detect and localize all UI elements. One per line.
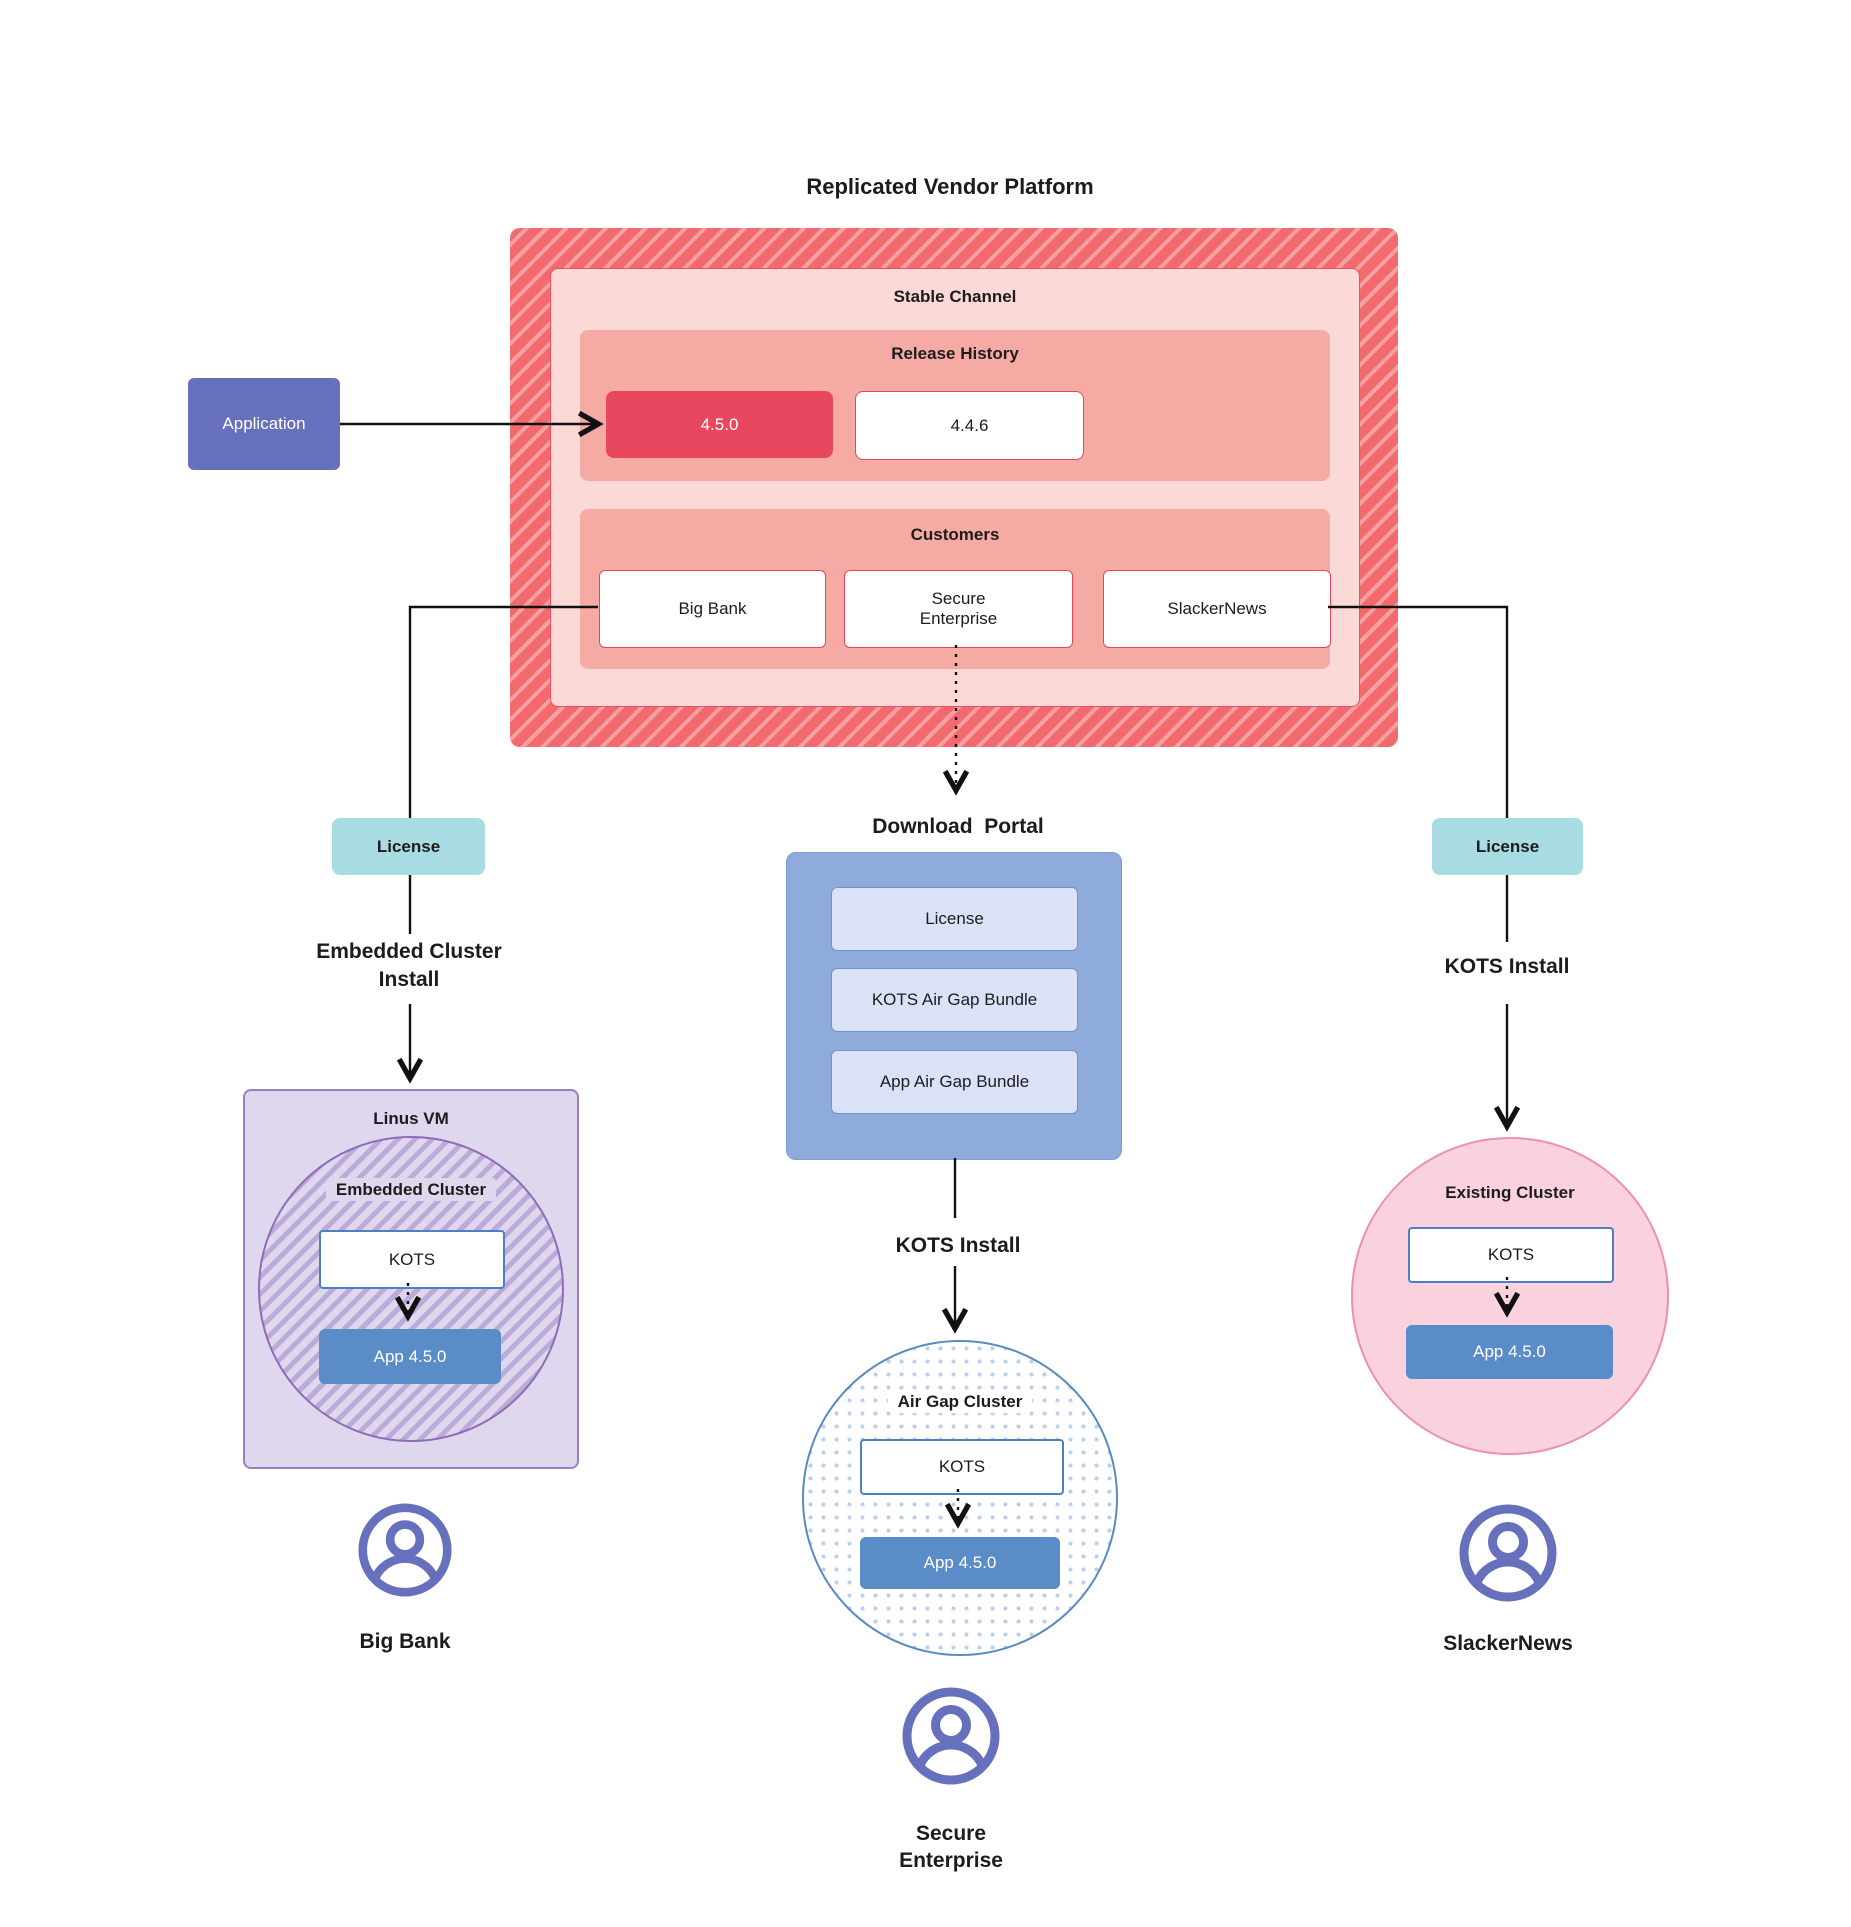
kots-install-label-middle: KOTS Install [895,1234,1021,1257]
customer-node-label: Secure Enterprise [919,589,998,628]
download-portal-label: Download Portal [872,815,1044,838]
kots-node-airgap: KOTS [860,1439,1064,1495]
user-label-slackernews: SlackerNews [1443,1632,1573,1655]
download-portal-container: License KOTS Air Gap Bundle App Air Gap … [786,852,1122,1160]
portal-item-kots-airgap-bundle: KOTS Air Gap Bundle [831,968,1078,1032]
release-history-label: Release History [891,344,1019,363]
app-node-airgap: App 4.5.0 [860,1537,1060,1589]
embedded-cluster-install-label: Embedded Cluster Install [316,940,502,991]
license-node-right: License [1432,818,1583,875]
app-node-existing: App 4.5.0 [1406,1325,1613,1379]
app-node-embedded: App 4.5.0 [319,1329,501,1384]
embedded-cluster-label: Embedded Cluster [260,1178,562,1201]
release-history-container: Release History 4.5.0 4.4.6 [580,330,1330,481]
stable-channel-label: Stable Channel [893,287,1017,306]
customer-node-label: SlackerNews [1167,599,1267,618]
linus-vm-container: Linus VM Embedded Cluster KOTS App 4.5.0 [243,1089,579,1469]
linus-vm-label: Linus VM [373,1109,449,1128]
release-node-4-4-6: 4.4.6 [855,391,1084,460]
kots-install-label-right: KOTS Install [1444,955,1570,978]
customer-node-secure-enterprise: Secure Enterprise [844,570,1073,648]
air-gap-cluster-circle: Air Gap Cluster KOTS App 4.5.0 [802,1340,1118,1656]
customers-container: Customers Big Bank Secure Enterprise Sla… [580,509,1331,669]
embedded-cluster-circle: Embedded Cluster KOTS App 4.5.0 [258,1136,564,1442]
portal-item-app-airgap-bundle: App Air Gap Bundle [831,1050,1078,1114]
existing-cluster-label: Existing Cluster [1445,1183,1575,1202]
existing-cluster-circle: Existing Cluster KOTS App 4.5.0 [1351,1137,1669,1455]
kots-node-existing: KOTS [1408,1227,1614,1283]
customers-label: Customers [910,525,1000,544]
customer-node-label: Big Bank [678,599,747,618]
stable-channel-container: Stable Channel Release History 4.5.0 4.4… [550,268,1360,707]
vendor-platform-container: Stable Channel Release History 4.5.0 4.4… [510,228,1398,747]
user-icon [1459,1504,1557,1602]
application-node: Application [188,378,340,470]
page-title: Replicated Vendor Platform [806,174,1094,199]
user-icon [358,1503,452,1597]
customer-node-slackernews: SlackerNews [1103,570,1331,648]
user-label-big-bank: Big Bank [359,1630,451,1653]
customer-node-big-bank: Big Bank [599,570,826,648]
user-label-secure-enterprise: Secure Enterprise [899,1822,1003,1873]
kots-node-embedded: KOTS [319,1230,505,1289]
license-node-left: License [332,818,485,875]
air-gap-cluster-label: Air Gap Cluster [804,1390,1116,1413]
portal-item-license: License [831,887,1078,951]
release-node-4-5-0: 4.5.0 [606,391,833,458]
user-icon [902,1687,1000,1785]
